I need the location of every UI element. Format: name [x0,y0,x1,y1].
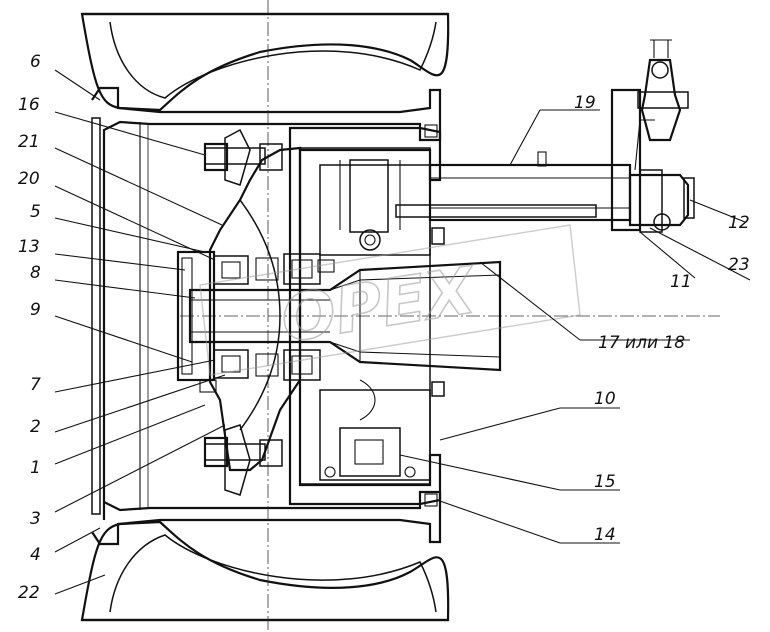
callout-13: 13 [18,237,40,257]
callout-14: 14 [594,525,616,545]
callout-8: 8 [30,263,41,283]
callout-9: 9 [30,300,41,320]
callout-4: 4 [30,545,41,565]
camshaft-and-lever [395,39,695,233]
callout-3: 3 [30,509,41,529]
callout-22: 22 [18,583,40,603]
watermark-text: OPEX [276,254,482,358]
callout-5: 5 [30,202,41,222]
callout-7: 7 [30,375,41,395]
brake-drum [288,126,442,506]
callout-1: 1 [30,458,41,478]
tire [80,12,450,622]
brake-mechanism [319,159,431,481]
callout-2: 2 [30,417,41,437]
callout-10: 10 [594,389,616,409]
rim [91,86,442,546]
callout-6: 6 [30,52,41,72]
hardware [199,124,445,507]
callout-labels: 6 16 21 20 5 13 8 9 7 2 1 3 4 22 19 12 2… [18,52,750,603]
axle-shaft [188,260,502,372]
callout-15: 15 [594,472,616,492]
callout-16: 16 [18,95,40,115]
callout-12: 12 [728,213,750,233]
callout-11: 11 [670,272,692,292]
callout-20: 20 [18,169,40,189]
wheel-studs [203,128,283,496]
callout-21: 21 [18,132,40,152]
bearings [213,253,321,381]
callout-23: 23 [728,255,750,275]
leader-lines [54,69,751,595]
callout-17-or-18: 17 или 18 [598,333,685,353]
callout-19: 19 [574,93,596,113]
